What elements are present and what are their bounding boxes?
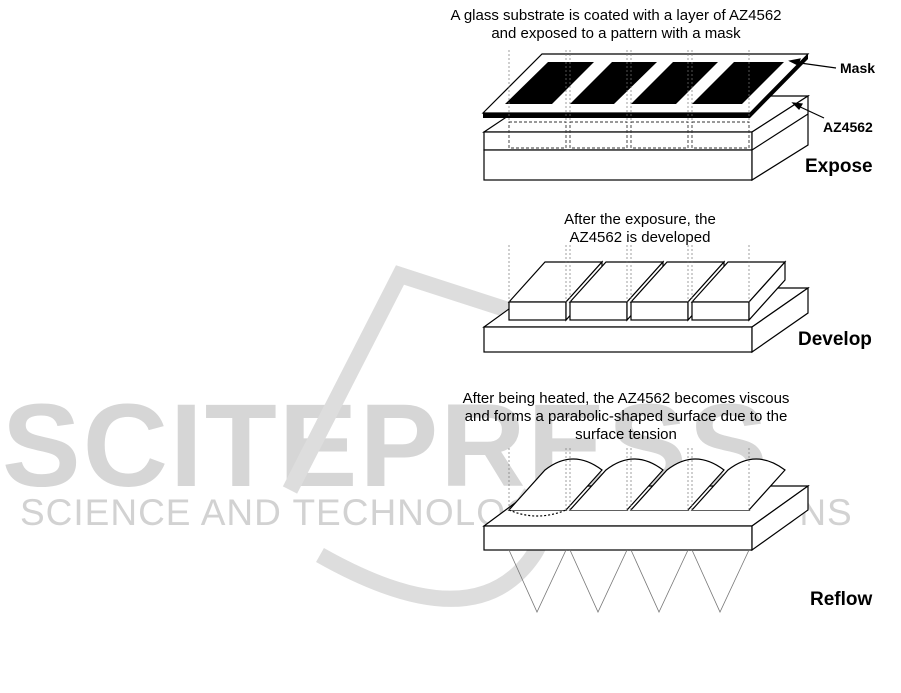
develop-block-4	[690, 260, 787, 322]
reflow-step-label: Reflow	[810, 589, 873, 610]
mask-opaque-region-2	[570, 62, 657, 104]
expose-caption: A glass substrate is coated with a layer…	[446, 7, 786, 43]
mask-opaque-region-1	[505, 62, 594, 104]
reflow-lenses	[507, 458, 786, 517]
mask-opaque-region-4	[692, 62, 784, 104]
expose-guide-lines	[508, 50, 750, 122]
label-arrows	[788, 58, 837, 119]
reflow-caption-line3: surface tension	[575, 426, 677, 443]
develop-caption-line1: After the exposure, the	[564, 211, 716, 228]
reflow-caption-line2: and forms a parabolic-shaped surface due…	[464, 408, 788, 425]
expose-step-label: Expose	[805, 156, 873, 177]
focal-cone-1	[508, 549, 567, 613]
reflow-lens-2	[568, 458, 664, 511]
mask-label: Mask	[840, 60, 876, 76]
develop-step-label: Develop	[798, 329, 872, 350]
reflow-lens-3	[629, 458, 725, 511]
reflow-lens-4	[690, 458, 786, 511]
develop-guide-lines	[508, 245, 750, 302]
focal-cone-3	[630, 549, 689, 613]
mask-opaque-region-3	[631, 62, 718, 104]
develop-caption: After the exposure, the AZ4562 is develo…	[540, 211, 740, 247]
expose-caption-line2: and exposed to a pattern with a mask	[491, 25, 741, 42]
expose-caption-line1: A glass substrate is coated with a layer…	[450, 7, 782, 24]
reflow-caption-line1: After being heated, the AZ4562 becomes v…	[462, 390, 790, 407]
expose-dashed-regions	[508, 121, 750, 149]
mask-plate	[481, 53, 810, 118]
develop-resist-blocks	[507, 260, 787, 322]
focal-cone-2	[569, 549, 628, 613]
focal-cone-4	[691, 549, 750, 613]
focal-cones	[508, 549, 750, 613]
az4562-label: AZ4562	[823, 119, 873, 135]
reflow-lens-1	[507, 458, 603, 517]
develop-caption-line2: AZ4562 is developed	[569, 229, 711, 246]
reflow-caption: After being heated, the AZ4562 becomes v…	[446, 390, 806, 444]
